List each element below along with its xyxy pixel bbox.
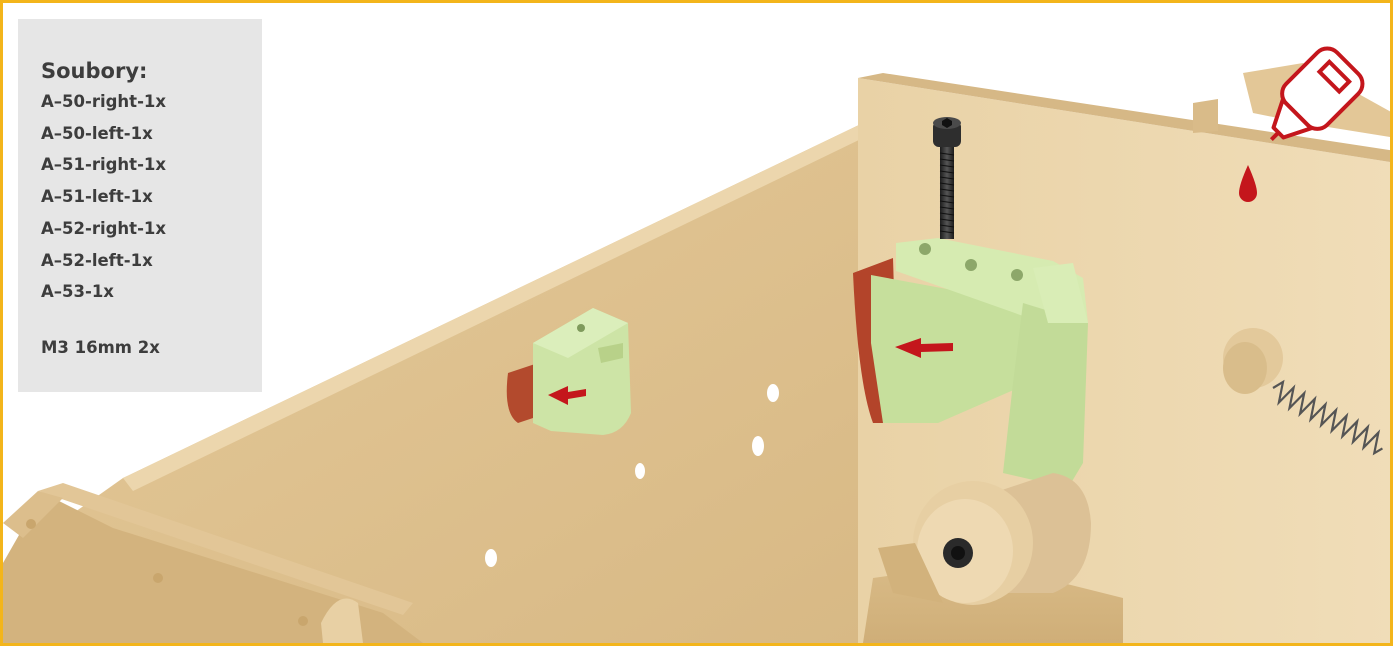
parts-list-item: A–51-left-1x xyxy=(41,181,262,213)
parts-title: Soubory: xyxy=(41,57,262,85)
screws-label: M3 16mm 2x xyxy=(41,336,262,360)
parts-list-item: A–52-left-1x xyxy=(41,245,262,277)
parts-list-item: A–50-left-1x xyxy=(41,118,262,150)
parts-list-item: A–53-1x xyxy=(41,276,262,308)
parts-list: A–50-right-1x A–50-left-1x A–51-right-1x… xyxy=(41,86,262,308)
parts-panel: Soubory: A–50-right-1x A–50-left-1x A–51… xyxy=(18,19,262,392)
parts-list-item: A–52-right-1x xyxy=(41,213,262,245)
parts-list-item: A–50-right-1x xyxy=(41,86,262,118)
parts-list-item: A–51-right-1x xyxy=(41,149,262,181)
